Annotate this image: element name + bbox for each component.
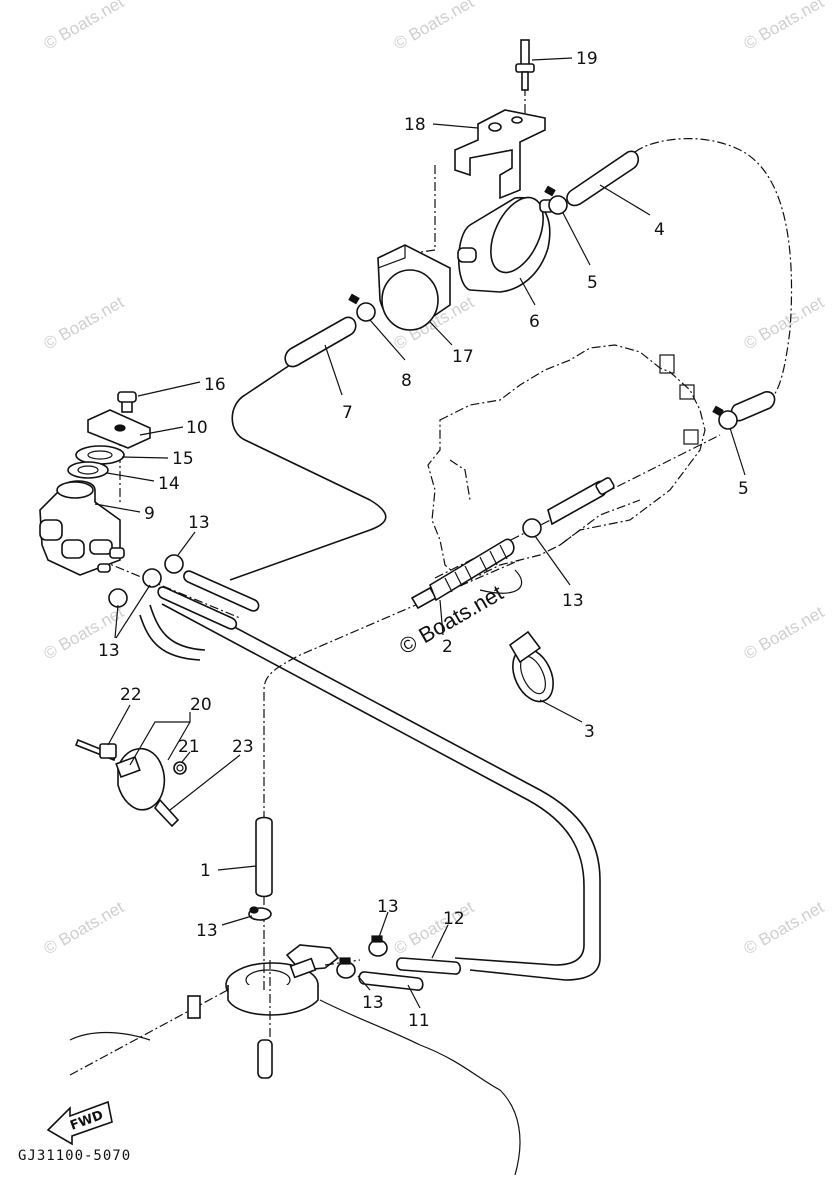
engine-boss — [659, 354, 675, 374]
drawing-code: GJ31100-5070 — [18, 1148, 131, 1164]
watermark: © Boats.net — [741, 0, 828, 53]
bracket-18 — [454, 109, 546, 200]
hose-11 — [358, 971, 424, 991]
clip-13-hose11 — [336, 957, 356, 979]
callout-21: 21 — [178, 737, 200, 757]
hose-2 — [410, 477, 615, 610]
callout-1: 1 — [200, 861, 211, 881]
screw-16 — [117, 391, 137, 413]
engine-boss — [683, 429, 699, 445]
washer-15 — [75, 445, 125, 465]
callout-17: 17 — [452, 347, 474, 367]
clip-13-mid — [142, 568, 162, 588]
clip-13-left — [108, 588, 128, 608]
hose-1 — [255, 816, 273, 1079]
callout-23: 23 — [232, 737, 254, 757]
callout-3: 3 — [584, 722, 595, 742]
callout-15: 15 — [172, 449, 194, 469]
clip-8 — [348, 293, 376, 322]
fuel-hoses — [99, 70, 793, 1040]
short-hoses-cock — [157, 570, 260, 630]
watermark: © Boats.net — [391, 0, 478, 53]
callout-18: 18 — [404, 115, 426, 135]
engine-outline — [427, 344, 706, 594]
clip-13-engine — [522, 518, 542, 538]
watermark: © Boats.net — [741, 602, 828, 663]
fuel-filter-6 — [457, 196, 555, 293]
bolt-19 — [515, 39, 535, 91]
strap-assembly — [74, 738, 187, 828]
fuel-tank-neck — [225, 944, 340, 1016]
callout-16: 16 — [204, 375, 226, 395]
callout-6: 6 — [529, 312, 540, 332]
engine-boss — [679, 384, 695, 400]
callout-20: 20 — [190, 695, 212, 715]
clip-13-tank — [248, 906, 272, 921]
callout-11: 11 — [408, 1011, 430, 1031]
callout-5: 5 — [587, 273, 598, 293]
callout-2: 2 — [442, 637, 453, 657]
clip-5-bottom — [712, 405, 738, 430]
watermark: © Boats.net — [41, 292, 128, 353]
callout-13: 13 — [562, 591, 584, 611]
callout-numbers: 19 18 4 5 6 17 8 7 16 10 15 14 9 13 13 5… — [98, 49, 749, 1031]
clip-5-top — [544, 185, 568, 215]
callout-19: 19 — [576, 49, 598, 69]
clip-13-upper — [164, 554, 184, 574]
callout-22: 22 — [120, 685, 142, 705]
callout-4: 4 — [654, 220, 665, 240]
callout-7: 7 — [342, 403, 353, 423]
callout-13: 13 — [196, 921, 218, 941]
filter-holder-17 — [377, 244, 451, 331]
hose-4-end — [730, 391, 776, 422]
watermark: © Boats.net — [741, 897, 828, 958]
callout-12: 12 — [443, 909, 465, 929]
callout-5: 5 — [738, 479, 749, 499]
hose-4 — [566, 150, 640, 207]
leader-lines — [94, 57, 746, 1009]
callout-9: 9 — [144, 504, 155, 524]
callout-13: 13 — [98, 641, 120, 661]
clamp-3 — [508, 630, 554, 703]
callout-13: 13 — [377, 897, 399, 917]
watermark: © Boats.net — [741, 292, 828, 353]
cock-parts-stack — [67, 391, 151, 479]
callout-13: 13 — [362, 993, 384, 1013]
hull-stud — [187, 995, 201, 1019]
seal-14 — [67, 461, 109, 479]
callout-8: 8 — [401, 371, 412, 391]
hull-outline — [69, 977, 521, 1176]
knob-10 — [87, 409, 151, 449]
fwd-arrow: FWD — [46, 1100, 113, 1146]
hose-7 — [284, 316, 357, 368]
watermark: © Boats.net — [41, 897, 128, 958]
callout-14: 14 — [158, 474, 180, 494]
callout-13: 13 — [188, 513, 210, 533]
hose-12 — [395, 957, 462, 975]
callout-10: 10 — [186, 418, 208, 438]
fuel-cock-9 — [39, 480, 125, 576]
watermark: © Boats.net — [41, 0, 128, 53]
